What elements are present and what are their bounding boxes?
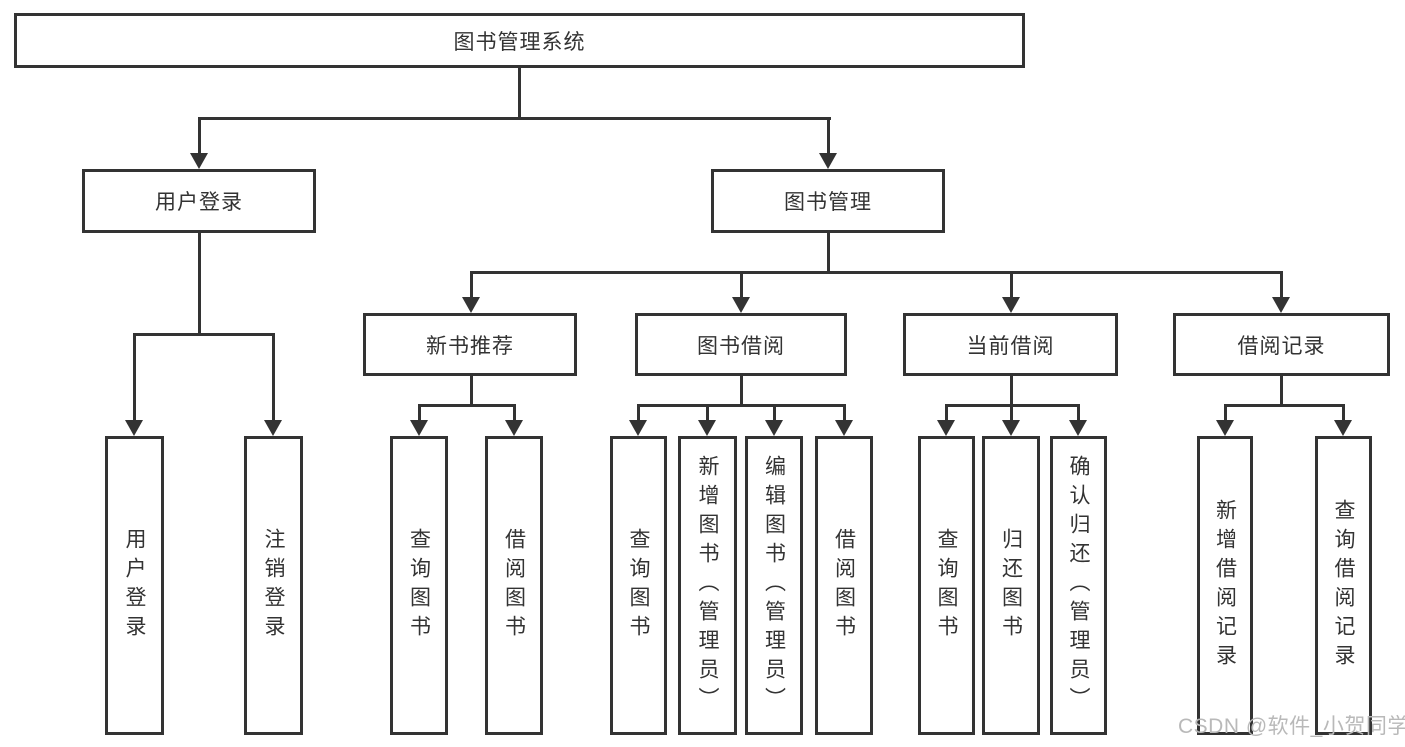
connector-line — [827, 233, 830, 274]
connector-line — [133, 333, 274, 336]
node-label: 查询图书 — [935, 527, 958, 644]
node-label: 归还图书 — [999, 527, 1023, 644]
node-new-book-recommend: 新书推荐 — [363, 313, 577, 376]
connector-line — [272, 333, 275, 424]
arrow-down-icon — [1002, 420, 1020, 436]
connector-line — [637, 404, 640, 424]
connector-line — [1077, 404, 1080, 424]
node-label: 确认归还（管理员） — [1067, 455, 1090, 716]
node-leaf-confirm-return-admin: 确认归还（管理员） — [1050, 436, 1107, 735]
node-leaf-add-borrow-record: 新增借阅记录 — [1197, 436, 1253, 735]
arrow-down-icon — [190, 153, 208, 169]
connector-line — [418, 404, 516, 407]
connector-line — [1224, 404, 1345, 407]
connector-line — [418, 404, 421, 424]
arrow-down-icon — [937, 420, 955, 436]
connector-line — [1280, 376, 1283, 407]
node-leaf-query-books-recommend: 查询图书 — [390, 436, 448, 735]
node-label: 编辑图书（管理员） — [762, 455, 786, 716]
arrow-down-icon — [629, 420, 647, 436]
arrow-down-icon — [835, 420, 853, 436]
connector-line — [945, 404, 948, 424]
connector-line — [1342, 404, 1345, 424]
node-label: 当前借阅 — [966, 334, 1055, 358]
node-label: 用户登录 — [123, 527, 146, 644]
arrow-down-icon — [125, 420, 143, 436]
connector-line — [513, 404, 516, 424]
connector-line — [740, 376, 743, 407]
node-label: 图书管理 — [784, 191, 872, 214]
node-leaf-add-books-admin: 新增图书（管理员） — [678, 436, 737, 735]
connector-line — [518, 68, 521, 120]
node-label: 借阅图书 — [502, 527, 526, 644]
arrow-down-icon — [1002, 297, 1020, 313]
node-label: 注销登录 — [262, 527, 285, 644]
arrow-down-icon — [505, 420, 523, 436]
arrow-down-icon — [462, 297, 480, 313]
node-book-management: 图书管理 — [711, 169, 945, 233]
arrow-down-icon — [819, 153, 837, 169]
connector-line — [470, 376, 473, 407]
node-label: 新增图书（管理员） — [696, 455, 719, 716]
arrow-down-icon — [410, 420, 428, 436]
connector-line — [1224, 404, 1227, 424]
node-leaf-logout: 注销登录 — [244, 436, 303, 735]
node-user-login: 用户登录 — [82, 169, 316, 233]
node-leaf-query-books-current: 查询图书 — [918, 436, 975, 735]
arrow-down-icon — [1334, 420, 1352, 436]
connector-line — [827, 117, 830, 157]
connector-line — [843, 404, 846, 424]
connector-line — [1010, 271, 1013, 301]
node-leaf-edit-books-admin: 编辑图书（管理员） — [745, 436, 803, 735]
connector-line — [133, 333, 136, 424]
node-leaf-return-books: 归还图书 — [982, 436, 1040, 735]
arrow-down-icon — [1216, 420, 1234, 436]
connector-line — [198, 233, 201, 336]
arrow-down-icon — [1272, 297, 1290, 313]
connector-line — [740, 271, 743, 301]
connector-line — [470, 271, 1283, 274]
connector-line — [1010, 376, 1013, 407]
node-leaf-user-login: 用户登录 — [105, 436, 164, 735]
node-label: 用户登录 — [155, 191, 243, 214]
connector-line — [198, 117, 201, 157]
node-library-system: 图书管理系统 — [14, 13, 1025, 68]
arrow-down-icon — [698, 420, 716, 436]
node-leaf-borrow-books-recommend: 借阅图书 — [485, 436, 543, 735]
node-label: 图书管理系统 — [453, 30, 586, 54]
connector-line — [1010, 404, 1013, 424]
arrow-down-icon — [1069, 420, 1087, 436]
node-label: 查询借阅记录 — [1332, 498, 1355, 673]
node-leaf-query-borrow-record: 查询借阅记录 — [1315, 436, 1372, 735]
node-book-borrowing: 图书借阅 — [635, 313, 847, 376]
node-leaf-borrow-books: 借阅图书 — [815, 436, 873, 735]
node-current-borrowing: 当前借阅 — [903, 313, 1118, 376]
arrow-down-icon — [264, 420, 282, 436]
connector-line — [706, 404, 709, 424]
csdn-watermark: CSDN @软件_小贺同学 — [1178, 715, 1405, 738]
node-label: 新书推荐 — [426, 334, 514, 358]
node-label: 借阅图书 — [832, 527, 856, 644]
node-label: 新增借阅记录 — [1213, 498, 1237, 673]
node-leaf-query-books-borrowing: 查询图书 — [610, 436, 667, 735]
connector-line — [637, 404, 846, 407]
node-label: 借阅记录 — [1237, 334, 1326, 358]
node-label: 图书借阅 — [697, 334, 785, 358]
connector-line — [1280, 271, 1283, 301]
connector-line — [198, 117, 831, 120]
node-label: 查询图书 — [627, 527, 650, 644]
node-label: 查询图书 — [407, 527, 431, 644]
connector-line — [773, 404, 776, 424]
connector-line — [470, 271, 473, 301]
arrow-down-icon — [732, 297, 750, 313]
node-borrow-records: 借阅记录 — [1173, 313, 1390, 376]
arrow-down-icon — [765, 420, 783, 436]
